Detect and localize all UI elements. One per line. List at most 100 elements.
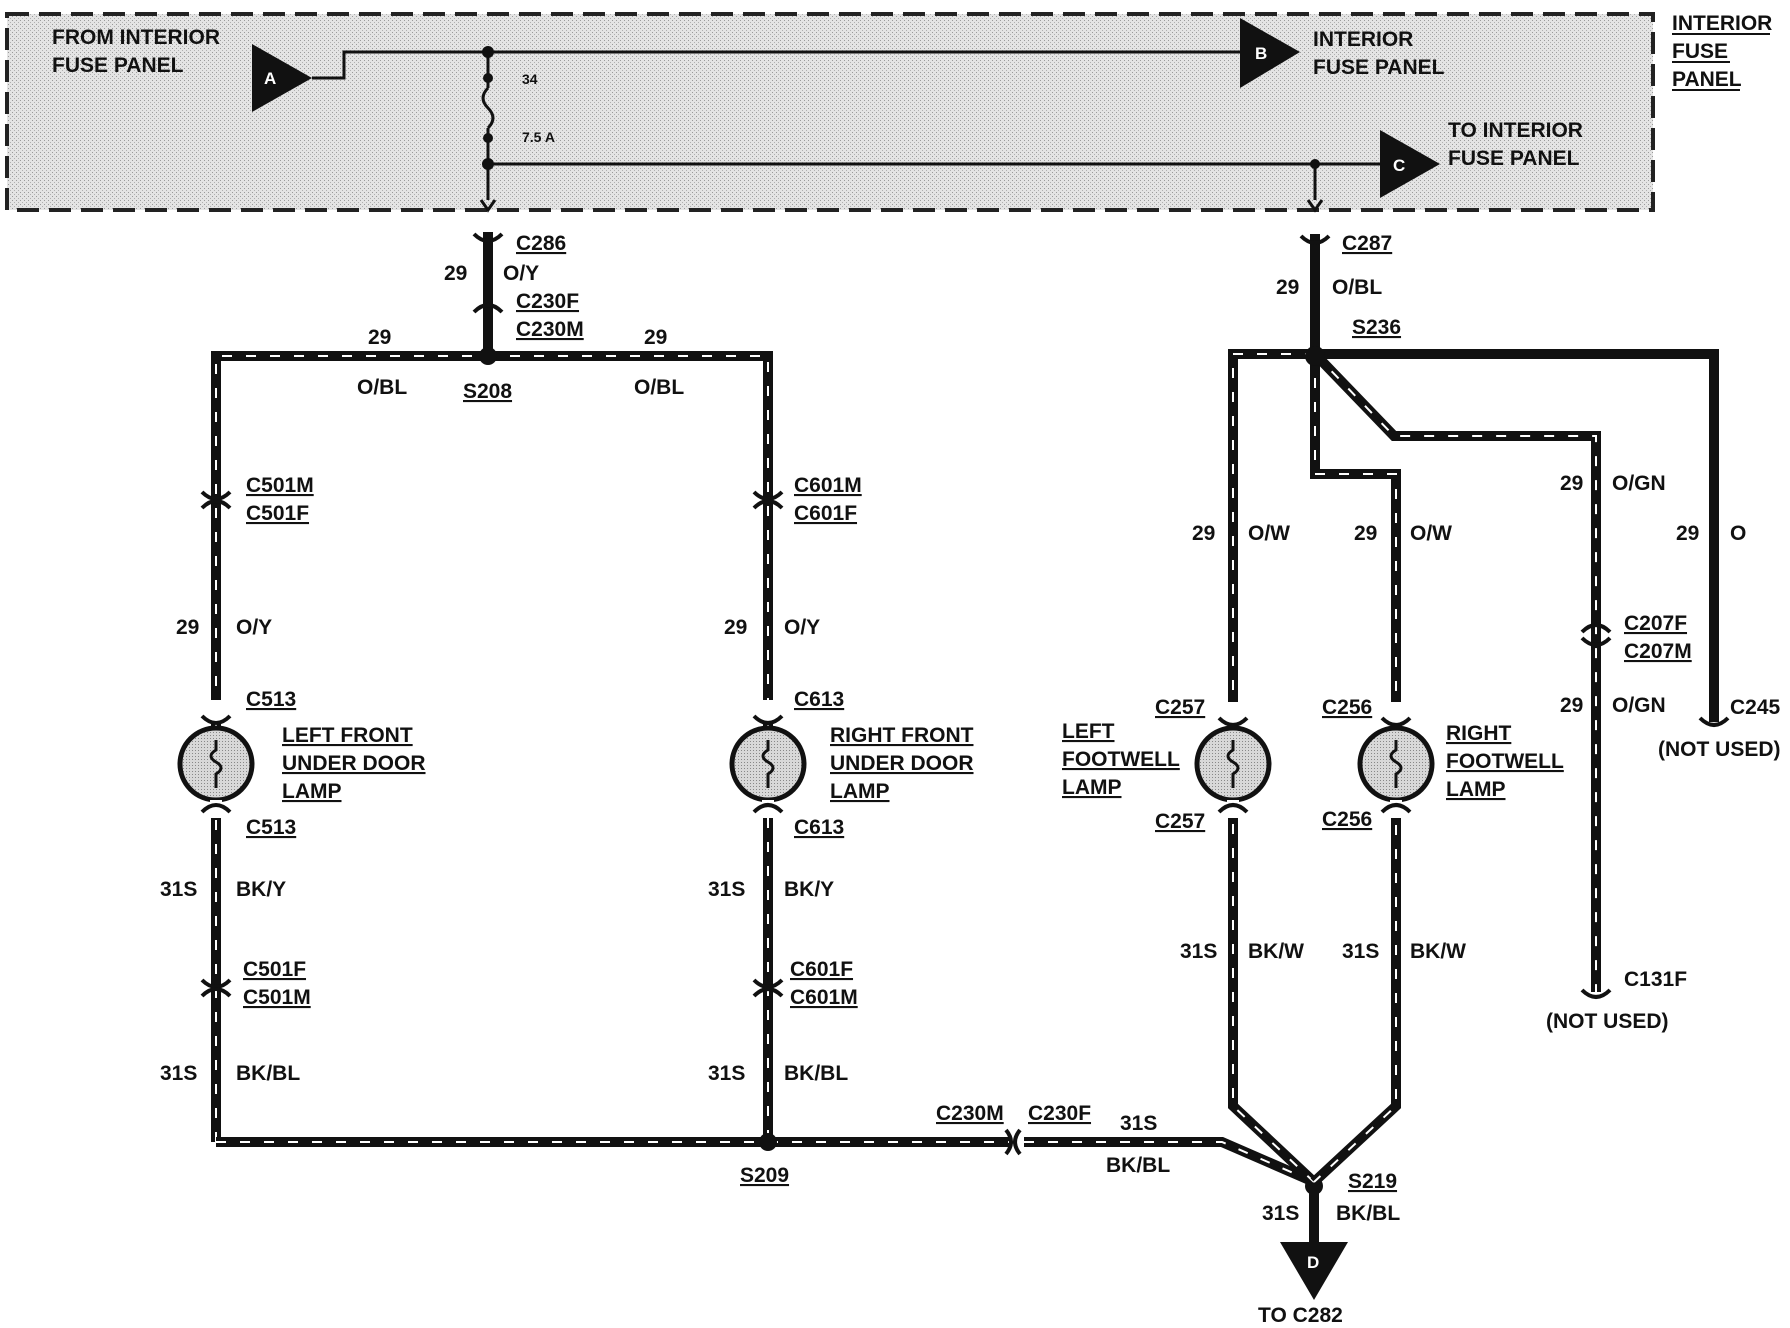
s208-right-color: O/BL <box>634 376 684 399</box>
splice-s209 <box>759 1133 777 1151</box>
c-label-1: TO INTERIOR <box>1448 119 1583 142</box>
c613-bot-label: C613 <box>794 816 844 839</box>
rf-lamp-name-1: RIGHT FRONT <box>830 724 974 747</box>
c613-top-label: C613 <box>794 688 844 711</box>
c513-bot-label: C513 <box>246 816 296 839</box>
c256-bot-label: C256 <box>1322 808 1372 831</box>
connector-c-label: C <box>1393 156 1405 175</box>
lf-lamp-name-3: LAMP <box>282 780 342 803</box>
c257-bot-label: C257 <box>1155 810 1205 833</box>
c601f-bot-label: C601F <box>790 958 853 981</box>
to-c282-label: TO C282 <box>1258 1304 1343 1327</box>
c601m-top-label: C601M <box>794 474 862 497</box>
connector-c-arrow <box>1380 130 1440 198</box>
o-circuit: 29 <box>1676 522 1699 545</box>
ogn-color-top: O/GN <box>1612 472 1666 495</box>
connector-d-arrow <box>1280 1242 1348 1300</box>
s208-label: S208 <box>463 380 512 403</box>
ground-c230f-label: C230F <box>1028 1102 1091 1125</box>
c513-top-label: C513 <box>246 688 296 711</box>
c501f-bot-label: C501F <box>243 958 306 981</box>
lfw-circuit-out: 31S <box>1180 940 1217 963</box>
o-color: O <box>1730 522 1746 545</box>
ground-c230m-label: C230M <box>936 1102 1004 1125</box>
ground-bus: S209 C230M C230F 31S BK/BL S219 31S BK/B… <box>216 1102 1400 1327</box>
rfw-color-in: O/W <box>1410 522 1452 545</box>
c287-color: O/BL <box>1332 276 1382 299</box>
fuse-panel-box <box>5 12 1655 212</box>
c230f-label: C230F <box>516 290 579 313</box>
o-branch: 29 O C245 (NOT USED) <box>1658 522 1781 761</box>
c287-circuit: 29 <box>1276 276 1299 299</box>
interior-fuse-panel: INTERIOR FUSE PANEL FROM INTERIOR FUSE P… <box>5 12 1772 213</box>
ground-circuit: 31S <box>1120 1112 1157 1135</box>
c286-label: C286 <box>516 232 566 255</box>
right-footwell-lamp-icon <box>1357 725 1435 803</box>
rf-circuit-in: 29 <box>724 616 747 639</box>
c131f-not-used: (NOT USED) <box>1546 1010 1669 1033</box>
lfw-color-in: O/W <box>1248 522 1290 545</box>
s208-right-circuit: 29 <box>644 326 667 349</box>
rfw-lamp-name-3: LAMP <box>1446 778 1506 801</box>
from-fuse-panel-label-2: FUSE PANEL <box>52 54 184 77</box>
lfw-circuit-in: 29 <box>1192 522 1215 545</box>
c286-color: O/Y <box>503 262 539 285</box>
c501m-top-label: C501M <box>246 474 314 497</box>
lf-lamp-name-2: UNDER DOOR <box>282 752 426 775</box>
right-footwell-lamp-circuit: 29 O/W C256 RIGHT FOOTWELL LAMP C256 31S… <box>1322 522 1564 963</box>
rfw-lamp-name-1: RIGHT <box>1446 722 1512 745</box>
rf-lamp-name-3: LAMP <box>830 780 890 803</box>
rf-circuit-gnd: 31S <box>708 1062 745 1085</box>
splice-s236 <box>1305 346 1325 366</box>
c501f-top-label: C501F <box>246 502 309 525</box>
connector-a-label: A <box>264 69 276 88</box>
left-front-under-door-lamp-icon <box>177 725 255 803</box>
ogn-color-bot: O/GN <box>1612 694 1666 717</box>
connector-b-label: B <box>1255 44 1267 63</box>
c245-not-used: (NOT USED) <box>1658 738 1781 761</box>
fuse-rating: 7.5 A <box>522 129 555 145</box>
fuse-symbol <box>481 86 495 130</box>
s219-color: BK/BL <box>1336 1202 1400 1225</box>
lf-color-out: BK/Y <box>236 878 286 901</box>
rf-circuit-out: 31S <box>708 878 745 901</box>
right-front-under-door-lamp-icon <box>729 725 807 803</box>
rf-lamp-name-2: UNDER DOOR <box>830 752 974 775</box>
c256-top-label: C256 <box>1322 696 1372 719</box>
s208-left-color: O/BL <box>357 376 407 399</box>
c601m-bot-label: C601M <box>790 986 858 1009</box>
fuse-panel-title-3: PANEL <box>1672 68 1742 91</box>
lfw-lamp-name-2: FOOTWELL <box>1062 748 1180 771</box>
connector-b-arrow <box>1240 18 1300 88</box>
s219-label: S219 <box>1348 1170 1397 1193</box>
fuse-panel-title-1: INTERIOR <box>1672 12 1772 35</box>
rfw-circuit-in: 29 <box>1354 522 1377 545</box>
rfw-lamp-name-2: FOOTWELL <box>1446 750 1564 773</box>
s236-label: S236 <box>1352 316 1401 339</box>
c501m-bot-label: C501M <box>243 986 311 1009</box>
b-label-1: INTERIOR <box>1313 28 1413 51</box>
lf-circuit-in: 29 <box>176 616 199 639</box>
lf-color-in: O/Y <box>236 616 272 639</box>
c245-label: C245 <box>1730 696 1781 719</box>
fuse-panel-title-2: FUSE <box>1672 40 1728 63</box>
c-label-2: FUSE PANEL <box>1448 147 1580 170</box>
c601f-top-label: C601F <box>794 502 857 525</box>
lfw-color-out: BK/W <box>1248 940 1304 963</box>
splice-s208 <box>479 347 497 365</box>
left-footwell-lamp-circuit: 29 O/W C257 LEFT FOOTWELL LAMP C257 31S … <box>1062 522 1304 963</box>
c131f-label: C131F <box>1624 968 1687 991</box>
left-front-under-door-lamp-circuit: C501M C501F 29 O/Y C513 LEFT FRONT UNDER… <box>160 474 426 1085</box>
ogn-branch: 29 O/GN C207F C207M 29 O/GN C131F (NOT U… <box>1546 472 1692 1033</box>
rf-color-in: O/Y <box>784 616 820 639</box>
connector-d-label: D <box>1307 1253 1319 1272</box>
lfw-lamp-name-1: LEFT <box>1062 720 1115 743</box>
lf-circuit-gnd: 31S <box>160 1062 197 1085</box>
c230m-label: C230M <box>516 318 584 341</box>
right-front-under-door-lamp-circuit: C601M C601F 29 O/Y C613 RIGHT FRONT UNDE… <box>708 474 974 1085</box>
fuse-number: 34 <box>522 71 538 87</box>
lf-lamp-name-1: LEFT FRONT <box>282 724 413 747</box>
c286-circuit: 29 <box>444 262 467 285</box>
